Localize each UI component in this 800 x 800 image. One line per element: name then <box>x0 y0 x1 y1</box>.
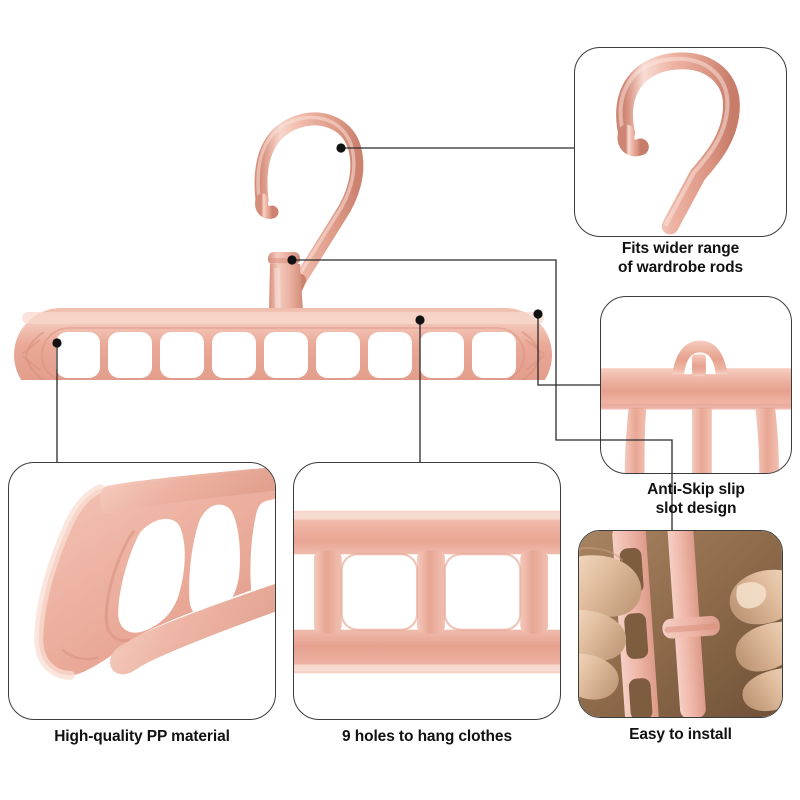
callout-slot <box>600 296 792 474</box>
callout-install-caption: Easy to install <box>629 726 732 743</box>
right-hand <box>729 569 782 712</box>
install-photo-art <box>579 531 782 717</box>
anti-slip-slot-art <box>601 340 791 473</box>
left-end-cap <box>21 331 45 380</box>
callout-pp-material <box>8 462 276 720</box>
hanger-holes <box>56 332 516 378</box>
left-hand <box>579 547 642 700</box>
callout-holes <box>293 462 561 720</box>
callout-pp-caption: High-quality PP material <box>54 728 230 745</box>
callout-slot-caption: Anti-Skip slip slot design <box>647 481 745 517</box>
hook-closeup-art <box>616 52 740 235</box>
product-illustration <box>14 112 552 380</box>
callout-hook <box>574 47 787 237</box>
holes-closeup-art <box>294 510 560 674</box>
hanger-bar <box>14 308 552 380</box>
callout-hook-caption: Fits wider range of wardrobe rods <box>618 240 743 276</box>
pp-holes <box>118 498 275 633</box>
pp-material-closeup-art <box>34 466 275 680</box>
callout-holes-caption: 9 holes to hang clothes <box>342 728 512 745</box>
callout-install <box>578 530 783 718</box>
